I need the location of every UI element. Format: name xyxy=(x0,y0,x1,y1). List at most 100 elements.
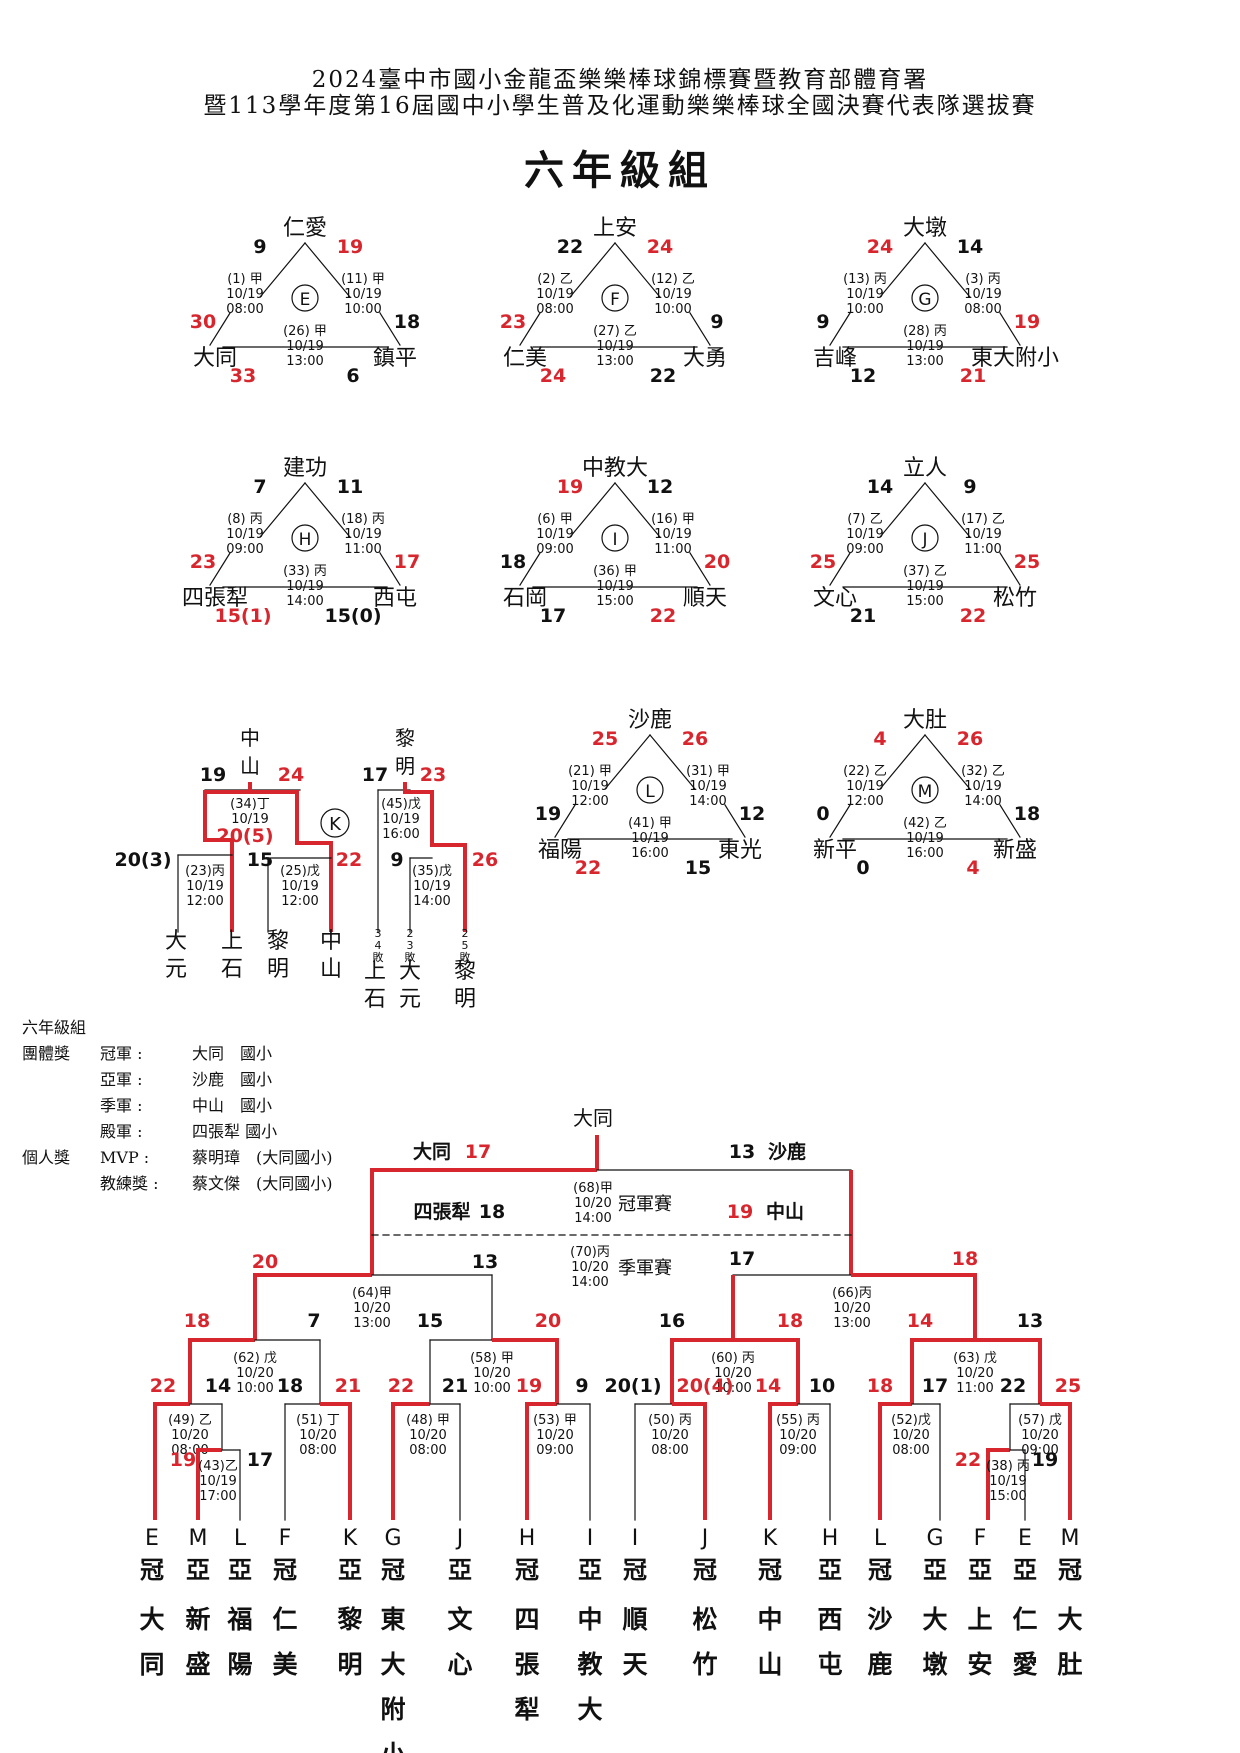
game-info: (57) 戊 xyxy=(1018,1413,1062,1428)
game-info: 08:00 xyxy=(299,1443,336,1458)
score: 0 xyxy=(856,857,869,879)
score: 33 xyxy=(230,365,256,387)
score: 22 xyxy=(150,1375,176,1397)
game-info: (6) 甲 xyxy=(537,512,573,527)
score: 26 xyxy=(682,728,708,750)
winner-path xyxy=(672,1402,707,1520)
team-name: 大元 xyxy=(399,959,421,1012)
bracket-line xyxy=(554,804,576,838)
score: 17 xyxy=(247,1449,273,1471)
final-label: 冠軍賽 xyxy=(618,1193,672,1215)
game-info: (66)丙 xyxy=(832,1286,872,1301)
game-info: 10/20 xyxy=(714,1366,751,1381)
score: 15(0) xyxy=(324,605,381,627)
bracket-line xyxy=(999,552,1021,586)
score: 12 xyxy=(739,803,765,825)
game-info: 10/19 xyxy=(536,287,573,302)
score: 30 xyxy=(190,311,216,333)
game-info: 10/19 xyxy=(906,579,943,594)
winner-path xyxy=(492,1338,559,1404)
seed-team: 四張犁 xyxy=(514,1605,540,1724)
score: 12 xyxy=(647,476,673,498)
game-info: 12:00 xyxy=(186,894,223,909)
score: 21 xyxy=(335,1375,361,1397)
game-info: 12:00 xyxy=(281,894,318,909)
group-letter: M xyxy=(918,782,933,802)
game-info: 10/19 xyxy=(846,287,883,302)
game-info: (64)甲 xyxy=(352,1286,392,1301)
game-info: 10:00 xyxy=(473,1381,510,1396)
bracket-line xyxy=(259,482,306,538)
group-circle xyxy=(601,524,629,552)
game-info: 16:00 xyxy=(382,827,419,842)
team-name: 上石 xyxy=(364,959,386,1012)
winner-path xyxy=(153,1402,190,1520)
individual-award-label: 個人獎 xyxy=(22,1148,71,1167)
team-name: 石岡 xyxy=(503,586,547,611)
third-label: 季軍賽 xyxy=(618,1257,672,1279)
score: 20 xyxy=(704,551,730,573)
game-info: (7) 乙 xyxy=(847,512,883,527)
game-info: 14:00 xyxy=(689,794,726,809)
team-name: 沙鹿 xyxy=(628,708,672,733)
seed-rank: 冠 xyxy=(693,1556,717,1584)
seed-group: K xyxy=(343,1526,358,1551)
bracket-line xyxy=(689,552,711,586)
game-info: 10/20 xyxy=(1021,1428,1058,1443)
game-info: 11:00 xyxy=(654,542,691,557)
game-info: 10/19 xyxy=(344,287,381,302)
seed-group: E xyxy=(1018,1526,1032,1551)
score: 15 xyxy=(417,1310,443,1332)
game-info: (51) 丁 xyxy=(296,1413,340,1428)
team-name: 東光 xyxy=(718,838,762,863)
winner-path xyxy=(975,1338,1042,1404)
winner-path xyxy=(188,1338,255,1404)
seed-rank: 冠 xyxy=(381,1556,405,1584)
team-name: 沙鹿 xyxy=(768,1140,806,1163)
seed-team: 文心 xyxy=(447,1605,473,1679)
seed-group: M xyxy=(1061,1526,1080,1551)
game-info: 10/19 xyxy=(654,287,691,302)
bracket-line xyxy=(999,804,1021,838)
award-role: 冠軍 : xyxy=(100,1044,143,1063)
game-info: 09:00 xyxy=(779,1443,816,1458)
score: 23 xyxy=(190,551,216,573)
score: 24 xyxy=(647,236,673,258)
group-letter: F xyxy=(610,290,620,310)
team-name: 大元 xyxy=(165,929,187,982)
game-info: 08:00 xyxy=(964,302,1001,317)
game-info: 10/19 xyxy=(654,527,691,542)
game-info: (60) 丙 xyxy=(711,1351,755,1366)
game-info: 14:00 xyxy=(286,594,323,609)
winner-path xyxy=(370,1168,597,1275)
game-info: 10/19 xyxy=(286,579,323,594)
winner-path xyxy=(768,1402,798,1520)
game-info: 10/20 xyxy=(536,1428,573,1443)
winner-path xyxy=(1040,1402,1072,1520)
group-letter: E xyxy=(300,290,311,310)
score: 19 xyxy=(535,803,561,825)
bracket-line xyxy=(209,312,231,346)
game-info: 10/19 xyxy=(596,339,633,354)
seed-team: 東大附小 xyxy=(380,1605,405,1753)
score: 18 xyxy=(394,311,420,333)
game-info: 09:00 xyxy=(1021,1443,1058,1458)
score: 14 xyxy=(957,236,983,258)
game-info: (58) 甲 xyxy=(470,1351,514,1366)
team-name: 大同 xyxy=(193,346,237,371)
seed-team: 大墩 xyxy=(922,1605,948,1679)
game-info: 10/20 xyxy=(892,1428,929,1443)
game-info: (52)戊 xyxy=(891,1413,931,1428)
game-info: (28) 丙 xyxy=(903,324,947,339)
winner-path xyxy=(733,1338,800,1404)
bracket-line xyxy=(614,482,661,538)
seed-group: F xyxy=(974,1526,987,1551)
game-info: (18) 丙 xyxy=(341,512,385,527)
winner-path xyxy=(403,782,467,932)
team-name: 黎明 xyxy=(267,929,289,982)
game-info: (63) 戊 xyxy=(953,1351,997,1366)
bracket-line xyxy=(259,242,306,298)
game-info: 15:00 xyxy=(906,594,943,609)
team-name: 東大附小 xyxy=(971,346,1059,371)
